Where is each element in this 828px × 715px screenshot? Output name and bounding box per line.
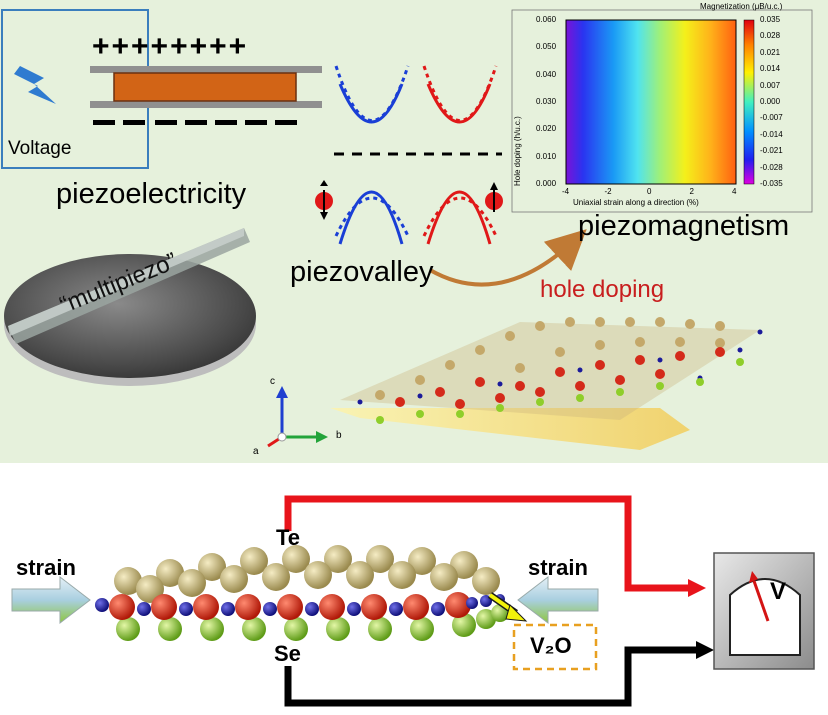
hole-doping-label: hole doping <box>540 276 665 303</box>
multipiezo-disk <box>4 228 256 386</box>
y-tick: 0.050 <box>536 42 557 52</box>
crystal-structure <box>330 317 763 450</box>
colorbar-tick: 0.021 <box>760 47 781 57</box>
colorbar-tick: 0.014 <box>760 64 781 74</box>
meter-label: V <box>770 578 787 605</box>
y-tick: 0.000 <box>536 179 557 188</box>
bottom-panel-graphics <box>11 495 815 707</box>
hole-doping-arrow <box>429 229 587 287</box>
bottom-plate <box>90 101 322 108</box>
piezo-slab <box>113 72 297 102</box>
x-tick: 2 <box>689 187 694 196</box>
red-wire <box>284 495 690 592</box>
colorbar-tick: -0.007 <box>760 113 783 123</box>
voltage-label: Voltage <box>8 138 72 159</box>
y-tick: 0.060 <box>536 15 557 24</box>
axis-triad <box>267 386 328 448</box>
piezoelectricity-label: piezoelectricity <box>56 178 247 210</box>
heatmap-plot <box>566 20 736 184</box>
y-tick: 0.020 <box>536 124 557 134</box>
bottom-panel: strain strain Te Se V₂O V <box>0 463 828 715</box>
top-plate <box>90 66 322 73</box>
colorbar-title: Magnetization (μB/u.c.) <box>700 2 783 11</box>
strain-right-label: strain <box>528 555 588 580</box>
spin-down-icon <box>315 180 333 220</box>
colorbar-tick: -0.021 <box>760 146 783 156</box>
colorbar-tick: 0.028 <box>760 31 781 41</box>
strain-arrow-right <box>517 575 599 625</box>
heatmap <box>511 9 813 213</box>
colorbar <box>743 19 755 185</box>
red-wire-arrowhead <box>688 579 706 597</box>
voltmeter <box>713 552 815 670</box>
colorbar-tick: 0.035 <box>760 15 781 24</box>
top-panel-graphics <box>1 9 813 450</box>
lightning-icon <box>14 66 56 104</box>
spin-up-icon <box>485 182 503 212</box>
se-label: Se <box>274 641 301 666</box>
te-label: Te <box>276 525 301 550</box>
colorbar-tick: -0.014 <box>760 129 783 139</box>
x-tick: 4 <box>732 187 737 196</box>
x-axis-label: Uniaxial strain along a direction (%) <box>573 198 699 207</box>
colorbar-tick: -0.028 <box>760 162 783 172</box>
y-tick: 0.040 <box>536 69 557 79</box>
black-wire <box>284 646 700 707</box>
y-tick: 0.010 <box>536 151 557 161</box>
y-tick: 0.030 <box>536 97 557 106</box>
strain-left-label: strain <box>16 555 76 580</box>
axis-a-label: a <box>253 446 259 457</box>
atomic-slab <box>95 545 509 641</box>
x-tick: -2 <box>604 187 612 196</box>
strain-arrow-left <box>11 575 91 625</box>
axis-b-label: b <box>336 430 342 441</box>
x-tick: 0 <box>647 187 652 196</box>
plus-signs: ++++++++ <box>92 30 249 63</box>
band-structure <box>334 65 502 245</box>
colorbar-tick: 0.007 <box>760 80 781 90</box>
x-tick: -4 <box>562 187 570 196</box>
y-axis-label: Hole doping (h/u.c.) <box>513 116 522 186</box>
colorbar-tick: 0.000 <box>760 97 781 106</box>
minus-signs <box>93 120 297 125</box>
black-wire-arrowhead <box>696 641 714 659</box>
axis-c-label: c <box>270 376 275 387</box>
meter-needle <box>752 580 770 622</box>
piezomagnetism-label: piezomagnetism <box>578 210 790 242</box>
top-panel: Voltage ++++++++ piezoelectricity piezov… <box>0 0 828 463</box>
v2o-label: V₂O <box>530 633 572 658</box>
v2o-box <box>512 623 598 671</box>
colorbar-tick: -0.035 <box>760 179 783 188</box>
piezovalley-label: piezovalley <box>290 256 434 288</box>
